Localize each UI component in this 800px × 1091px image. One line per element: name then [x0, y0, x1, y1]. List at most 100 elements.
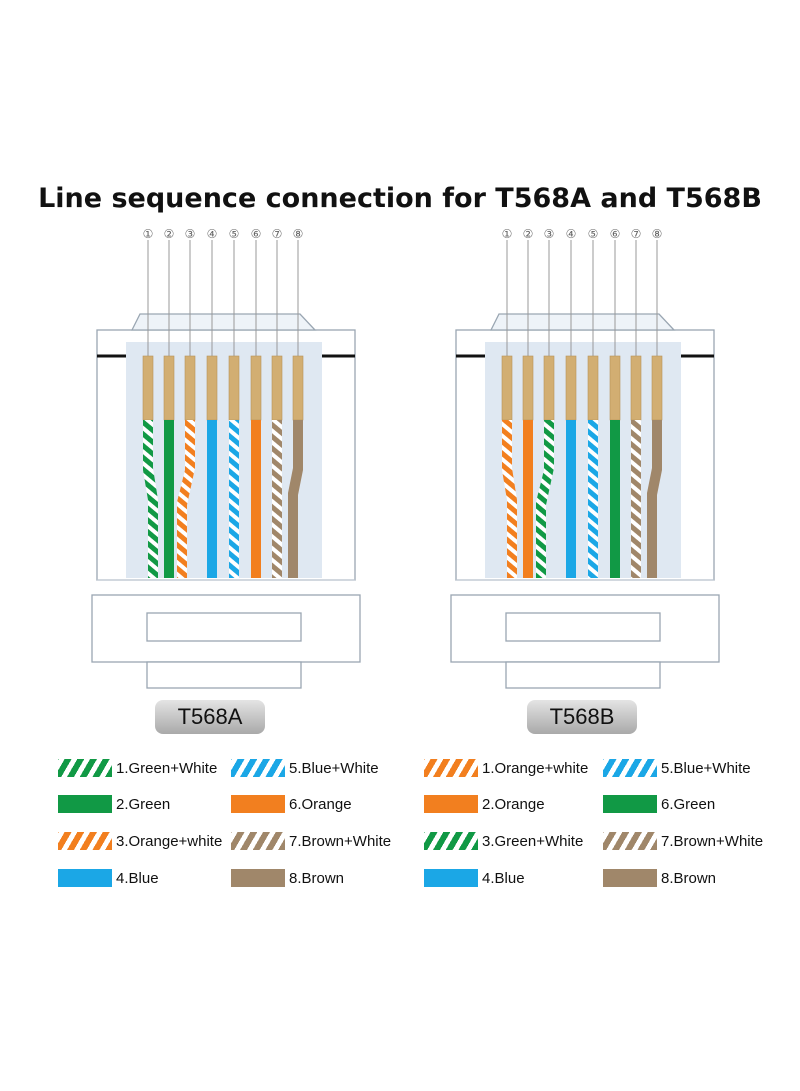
legend-swatch: [424, 759, 478, 777]
gold-contact: [609, 355, 621, 421]
legend-item: 2.Green: [58, 794, 170, 814]
standard-label-t568b: T568B: [527, 700, 637, 734]
gold-contact: [206, 355, 218, 421]
connector-boot-window: [505, 612, 661, 642]
legend-item: 3.Orange+white: [58, 831, 222, 851]
gold-contact: [501, 355, 513, 421]
pin-number-2: ②: [523, 227, 534, 241]
legend-swatch: [424, 832, 478, 850]
legend-label: 8.Brown: [661, 869, 717, 887]
legend-swatch: [231, 795, 285, 813]
legend-label: 8.Brown: [289, 869, 345, 887]
wire-7-brown-white: [272, 420, 282, 578]
legend-label: 2.Orange: [482, 795, 545, 813]
pin-number-3: ③: [185, 227, 196, 241]
legend-item: 6.Orange: [231, 794, 352, 814]
legend-item: 4.Blue: [58, 868, 159, 888]
legend-label: 3.Orange+white: [116, 832, 223, 850]
gold-contact: [250, 355, 262, 421]
wire-4-blue: [566, 420, 576, 578]
legend-item: 1.Green+White: [58, 758, 217, 778]
pin-number-5: ⑤: [588, 227, 599, 241]
gold-contact: [142, 355, 154, 421]
gold-contact: [630, 355, 642, 421]
wire-6-green: [610, 420, 620, 578]
legend-label: 7.Brown+White: [661, 832, 764, 850]
pin-number-5: ⑤: [229, 227, 240, 241]
legend-swatch: [424, 869, 478, 887]
pin-number-1: ①: [143, 227, 154, 241]
pin-number-4: ④: [566, 227, 577, 241]
legend-swatch: [424, 795, 478, 813]
gold-contact: [522, 355, 534, 421]
legend-label: 6.Orange: [289, 795, 352, 813]
wire-8-brown: [647, 420, 662, 578]
wire-4-blue: [207, 420, 217, 578]
legend-item: 2.Orange: [424, 794, 545, 814]
connector-top-ridge: [130, 313, 317, 331]
legend-swatch: [58, 795, 112, 813]
gold-contact: [228, 355, 240, 421]
wire-7-brown-white: [631, 420, 641, 578]
connector-boot-window: [146, 612, 302, 642]
pin-number-8: ⑧: [652, 227, 663, 241]
legend-swatch: [231, 869, 285, 887]
wire-1-green-white: [143, 420, 158, 578]
wire-6-orange: [251, 420, 261, 578]
legend-swatch: [603, 832, 657, 850]
gold-contact: [565, 355, 577, 421]
legend-item: 8.Brown: [603, 868, 716, 888]
legend-item: 3.Green+White: [424, 831, 583, 851]
legend-item: 6.Green: [603, 794, 715, 814]
pin-number-7: ⑦: [631, 227, 642, 241]
diagram-title: Line sequence connection for T568A and T…: [38, 183, 762, 214]
gold-contact: [271, 355, 283, 421]
wire-8-brown: [288, 420, 303, 578]
gold-contact: [543, 355, 555, 421]
wire-5-blue-white: [588, 420, 598, 578]
legend-label: 2.Green: [116, 795, 171, 813]
legend-swatch: [58, 832, 112, 850]
wire-1-orange-white: [502, 420, 517, 578]
legend-label: 3.Green+White: [482, 832, 584, 850]
legend-label: 1.Green+White: [116, 759, 218, 777]
connector-cable-stub: [146, 661, 302, 689]
pin-number-8: ⑧: [293, 227, 304, 241]
legend-label: 5.Blue+White: [289, 759, 379, 777]
legend-swatch: [58, 869, 112, 887]
legend-item: 7.Brown+White: [603, 831, 763, 851]
legend-swatch: [603, 869, 657, 887]
pin-number-6: ⑥: [251, 227, 262, 241]
legend-swatch: [58, 759, 112, 777]
legend-label: 1.Orange+white: [482, 759, 589, 777]
legend-label: 4.Blue: [482, 869, 525, 887]
pin-number-7: ⑦: [272, 227, 283, 241]
pin-number-4: ④: [207, 227, 218, 241]
pin-number-1: ①: [502, 227, 513, 241]
gold-contact: [163, 355, 175, 421]
gold-contact: [651, 355, 663, 421]
legend-swatch: [603, 795, 657, 813]
gold-contact: [184, 355, 196, 421]
wire-3-green-white: [536, 420, 554, 578]
legend-item: 7.Brown+White: [231, 831, 391, 851]
pin-number-3: ③: [544, 227, 555, 241]
legend-label: 6.Green: [661, 795, 716, 813]
connector-top-ridge: [489, 313, 676, 331]
wire-5-blue-white: [229, 420, 239, 578]
legend-label: 5.Blue+White: [661, 759, 751, 777]
legend-item: 4.Blue: [424, 868, 525, 888]
legend-swatch: [231, 832, 285, 850]
gold-contact: [292, 355, 304, 421]
wire-3-orange-white: [177, 420, 195, 578]
gold-contact: [587, 355, 599, 421]
legend-item: 5.Blue+White: [603, 758, 751, 778]
pin-number-2: ②: [164, 227, 175, 241]
standard-label-t568a: T568A: [155, 700, 265, 734]
legend-label: 4.Blue: [116, 869, 159, 887]
legend-swatch: [603, 759, 657, 777]
legend-label: 7.Brown+White: [289, 832, 392, 850]
wire-2-green: [164, 420, 174, 578]
